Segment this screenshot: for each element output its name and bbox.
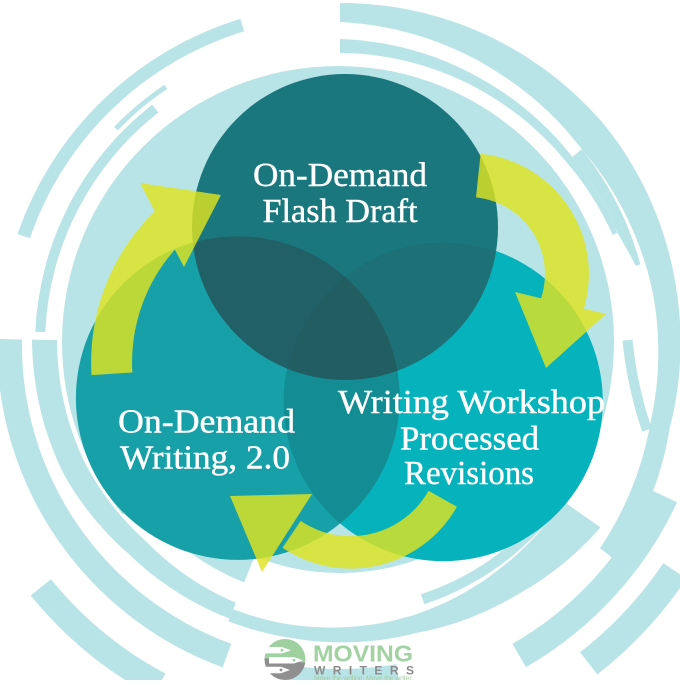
svg-text:Writing, 2.0: Writing, 2.0	[120, 440, 290, 477]
svg-text:Processed: Processed	[400, 421, 539, 458]
svg-text:On-Demand: On-Demand	[118, 404, 295, 441]
svg-text:WRITERS: WRITERS	[314, 664, 414, 678]
svg-text:MOVING: MOVING	[313, 641, 413, 667]
svg-text:Writing Workshop: Writing Workshop	[338, 384, 605, 421]
svg-text:Revisions: Revisions	[404, 455, 534, 492]
svg-text:Flash Draft: Flash Draft	[263, 193, 419, 230]
svg-text:On-Demand: On-Demand	[253, 157, 427, 194]
svg-text:Move the writing. Move the wri: Move the writing. Move the writer.	[314, 676, 413, 681]
